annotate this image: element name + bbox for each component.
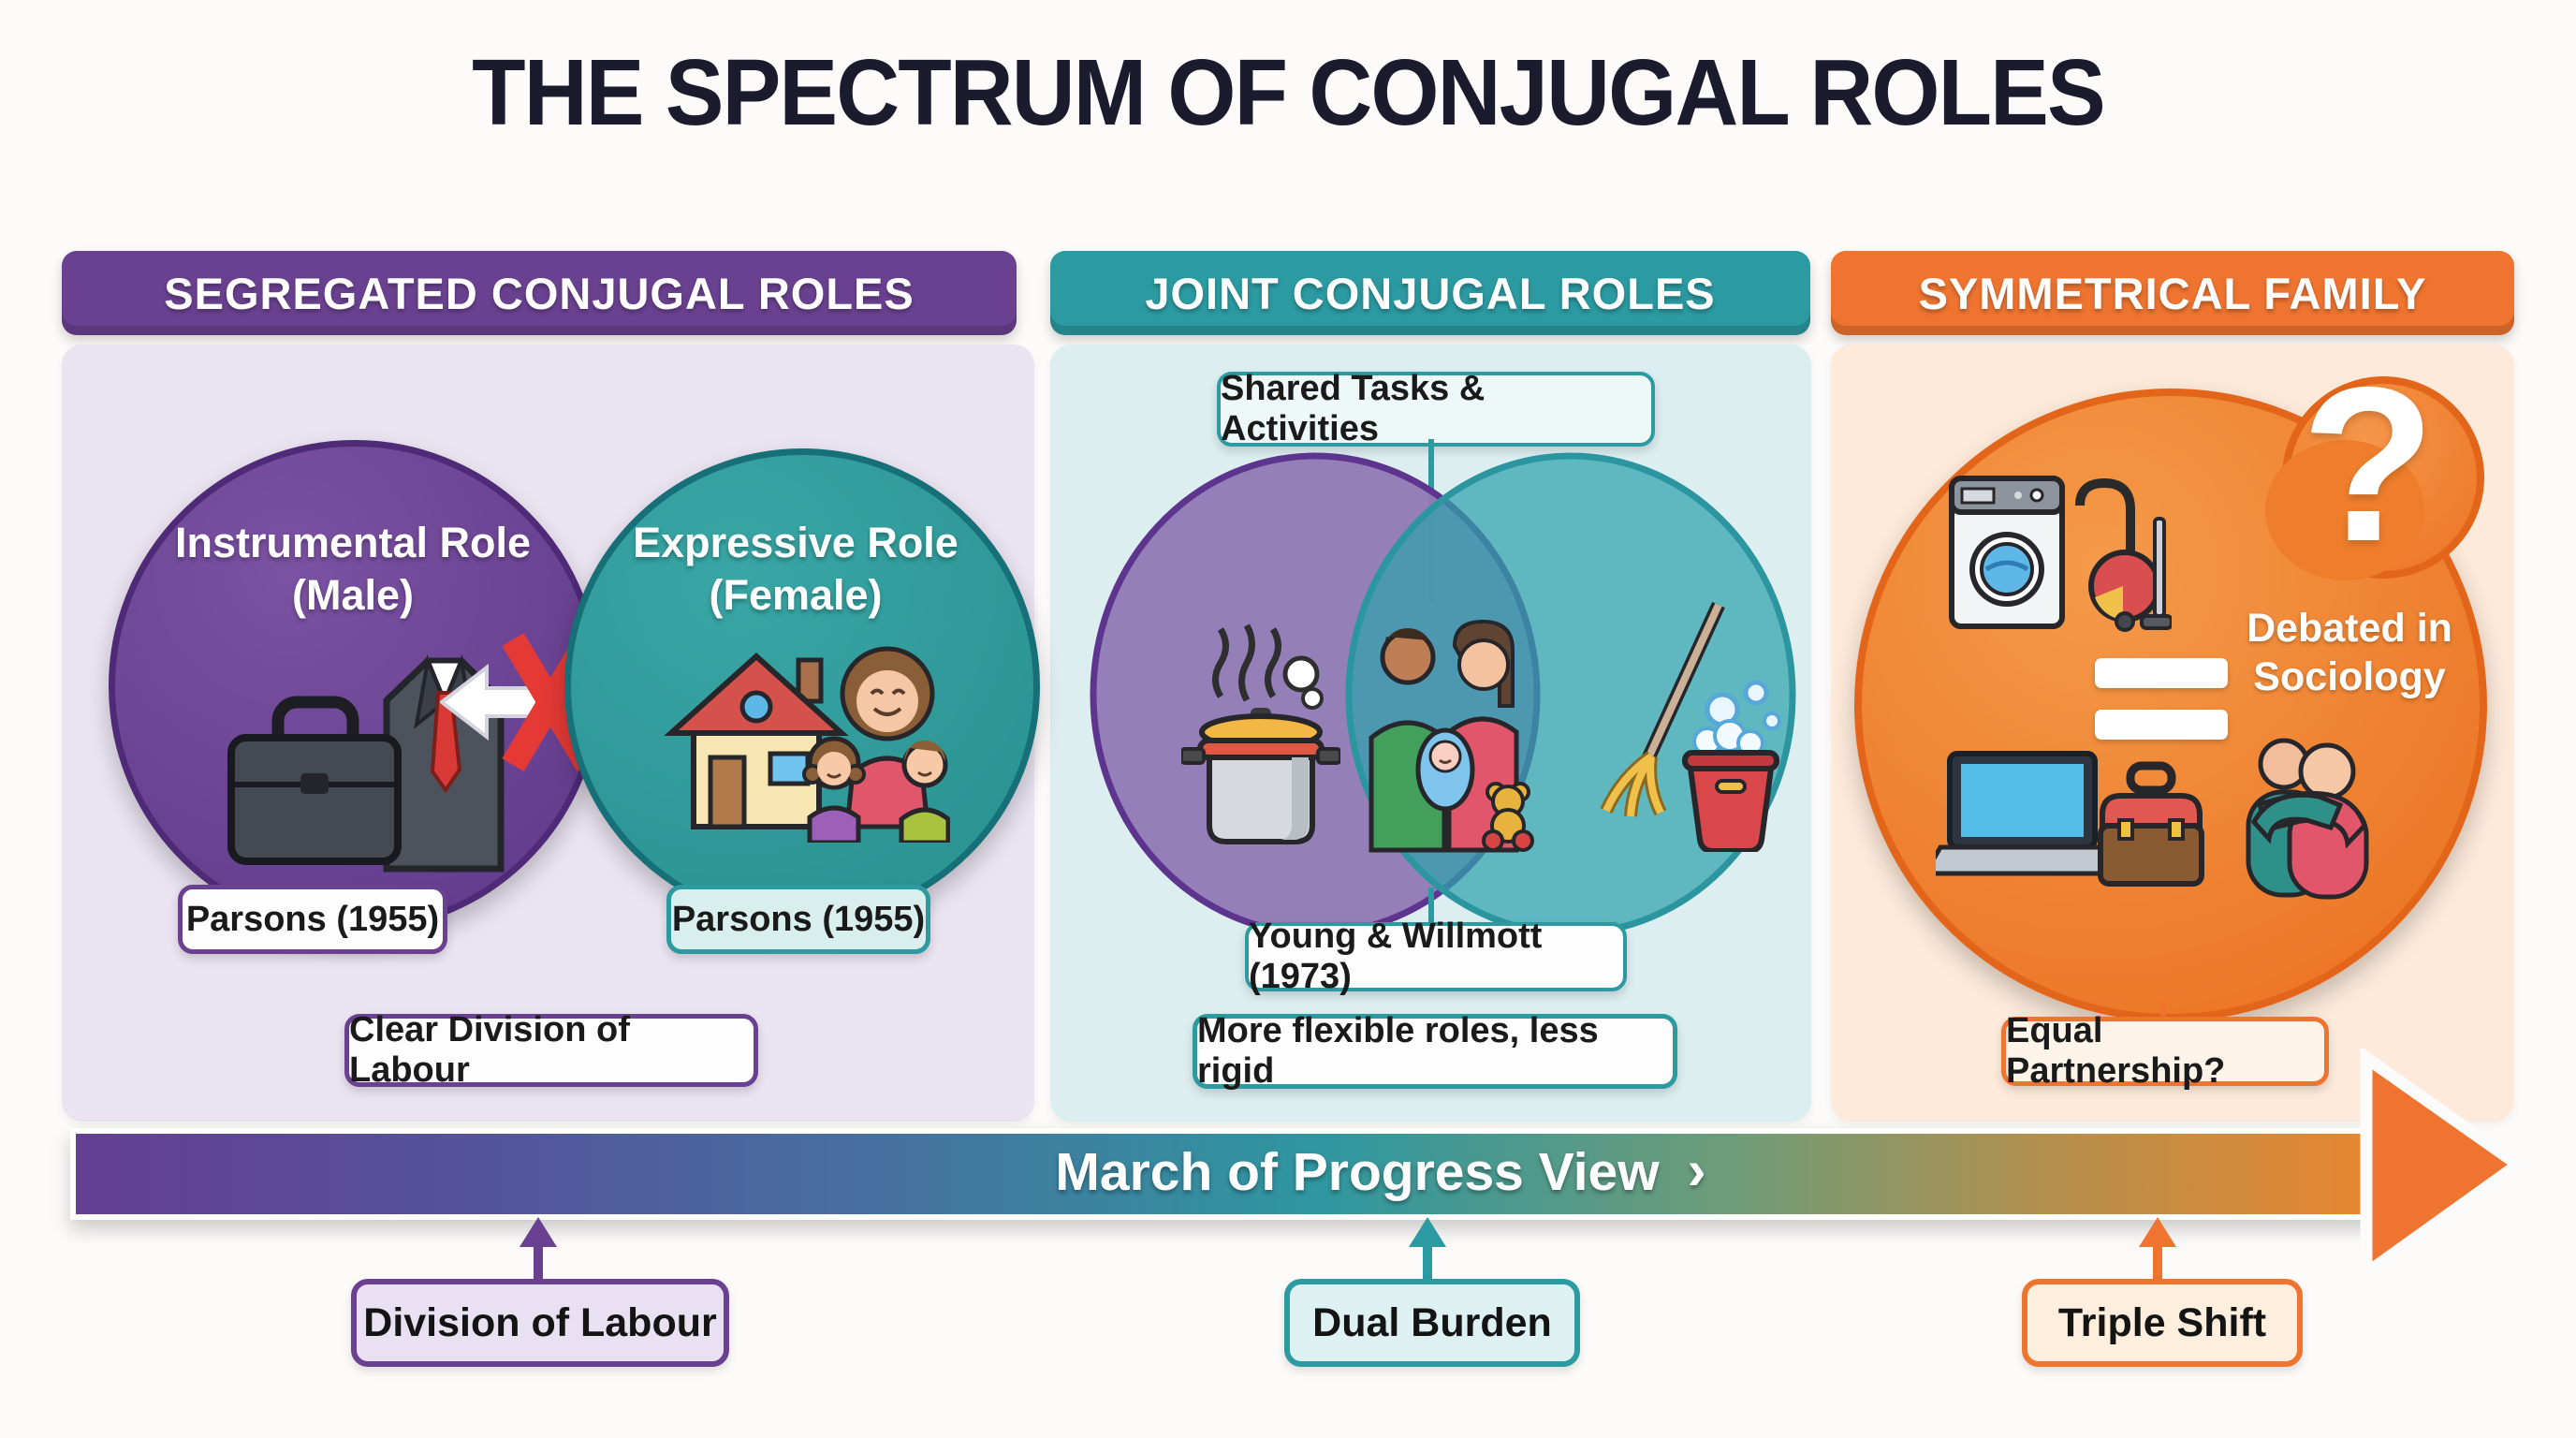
chevron-right-icon: › — [1687, 1137, 1706, 1201]
header-joint: JOINT CONJUGAL ROLES — [1050, 251, 1810, 335]
parsons-badge-instrumental: Parsons (1955) — [178, 885, 447, 954]
header-segregated: SEGREGATED CONJUGAL ROLES — [62, 251, 1017, 335]
timeline-label-dual-burden: Dual Burden — [1284, 1279, 1580, 1367]
hugging-couple-icon — [2235, 732, 2380, 901]
connector-line-orange — [2160, 1002, 2166, 1022]
mop-bucket-icon — [1580, 599, 1781, 852]
vacuum-icon — [2075, 477, 2172, 632]
march-of-progress-arrow — [70, 1128, 2386, 1220]
equals-sign-icon — [2095, 658, 2228, 688]
debate-note: Debated in Sociology — [2247, 606, 2452, 700]
clear-division-badge: Clear Division of Labour — [344, 1010, 758, 1090]
cooking-pot-icon — [1181, 607, 1340, 855]
young-willmott-badge: Young & Willmott (1973) — [1245, 917, 1627, 996]
washing-machine-icon — [1949, 476, 2065, 629]
laptop-icon — [1936, 751, 2120, 876]
family-baby-icon — [1359, 609, 1537, 857]
timeline-label-division-of-labour: Division of Labour — [351, 1279, 729, 1367]
instrumental-role-label: Instrumental Role (Male) — [174, 519, 532, 620]
page-title: THE SPECTRUM OF CONJUGAL ROLES — [472, 40, 2106, 145]
house-icon — [664, 652, 849, 829]
parsons-badge-expressive: Parsons (1955) — [666, 885, 930, 954]
equal-partnership-badge: Equal Partnership? — [2001, 1011, 2329, 1091]
connector-line-bottom — [1428, 888, 1434, 925]
progress-arrowhead-icon — [2359, 1049, 2527, 1283]
up-arrow-icon — [1407, 1217, 1448, 1281]
washer-vacuum-icons — [1947, 464, 2172, 638]
up-arrow-icon — [2137, 1217, 2178, 1281]
teddy-bear-icon — [1482, 782, 1534, 852]
suit-briefcase-icons — [220, 644, 505, 878]
shared-tasks-badge: Shared Tasks & Activities — [1217, 369, 1655, 448]
up-arrow-icon — [518, 1217, 559, 1281]
question-mark-icon: ? — [2301, 341, 2436, 587]
progress-arrow-text: March of Progress View — [1055, 1142, 1660, 1202]
header-symmetrical: SYMMETRICAL FAMILY — [1831, 251, 2514, 335]
mother-children-icon — [802, 646, 950, 843]
expressive-role-label: Expressive Role (Female) — [633, 519, 959, 620]
flexible-roles-badge: More flexible roles, less rigid — [1193, 1011, 1677, 1091]
toolbox-icon — [2098, 761, 2204, 887]
laptop-toolbox-icons — [1936, 749, 2212, 899]
progress-arrow-label: March of Progress View › — [1016, 1128, 1746, 1216]
house-family-icons — [660, 641, 950, 843]
timeline-label-triple-shift: Triple Shift — [2022, 1279, 2303, 1367]
briefcase-icon — [227, 696, 402, 865]
question-bubble-join — [2265, 440, 2424, 580]
equals-sign-icon — [2095, 710, 2228, 740]
